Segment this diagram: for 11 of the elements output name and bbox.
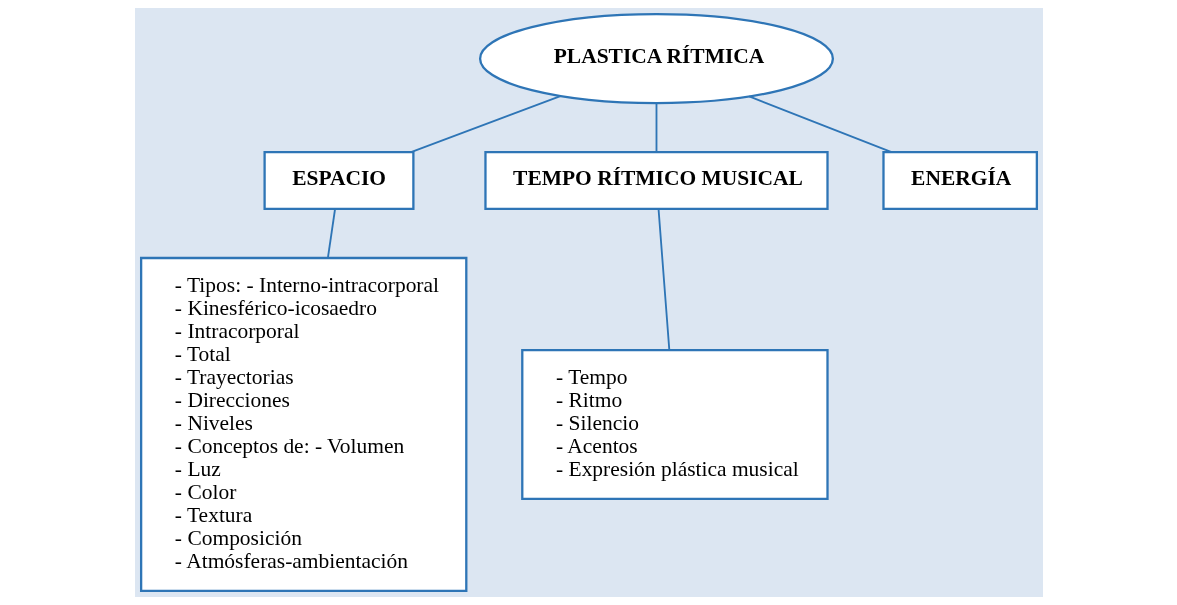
node-ellipse: PLASTICA RÍTMICA [478, 13, 834, 105]
node-box: - Tempo - Ritmo - Silencio - Acentos - Expresión plástica musical [520, 348, 829, 500]
connector [657, 208, 670, 351]
node-box: TEMPO RÍTMICO MUSICAL [483, 151, 829, 211]
connector [326, 208, 336, 259]
connector [747, 95, 892, 154]
node-box: ESPACIO [262, 151, 415, 211]
node-box: - Tipos: - Interno-intracorporal - Kinesférico-icosaedro - Intracorporal - Total - Trayectorias - Direcciones - Niveles - Conceptos de: - Volumen - Luz - Color - Textura - Composición - Atmósferas-ambientación [139, 256, 467, 592]
connector [409, 95, 561, 153]
connector [655, 102, 657, 153]
node-box: ENERGÍA [881, 151, 1038, 211]
